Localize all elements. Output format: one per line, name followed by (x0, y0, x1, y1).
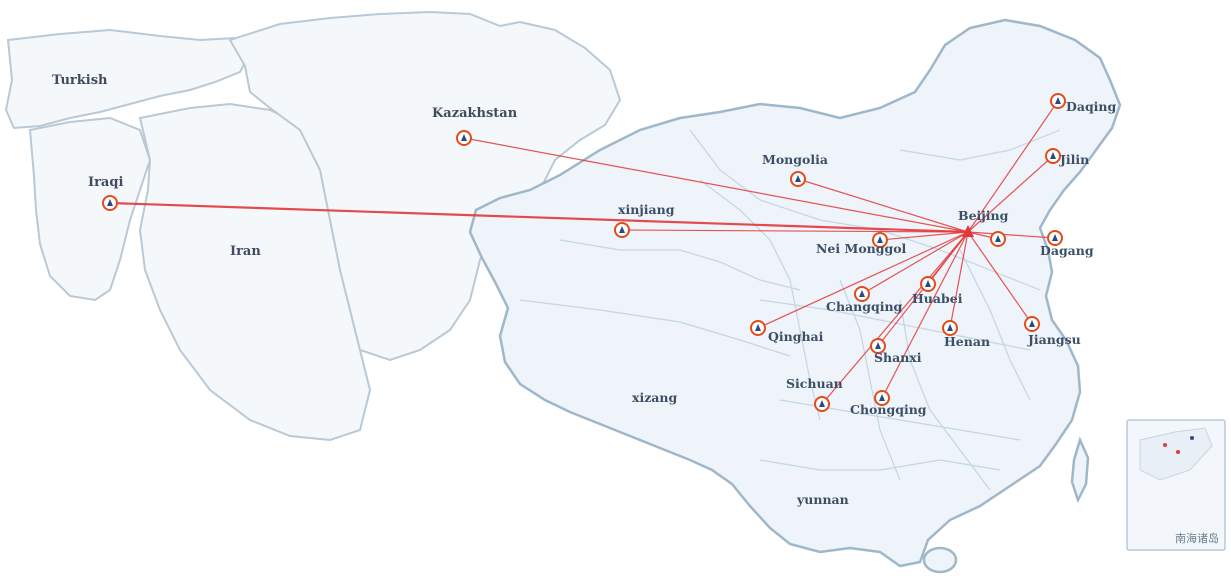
label-henan: Henan (944, 334, 990, 349)
route-chongqing-beijing (881, 231, 969, 399)
region-iraq-shape (28, 116, 152, 302)
label-iraqi: Iraqi (88, 175, 123, 190)
taiwan-island-shape (1070, 436, 1090, 504)
marker-changqing[interactable] (854, 286, 870, 302)
route-henan-beijing (949, 231, 969, 329)
marker-henan[interactable] (942, 320, 958, 336)
label-xizang: xizang (632, 390, 677, 405)
route-kazakhstan-beijing (463, 137, 969, 233)
marker-sichuan[interactable] (814, 396, 830, 412)
marker-nei-monggol[interactable] (872, 232, 888, 248)
marker-beijing-hub[interactable] (962, 225, 974, 237)
route-daqing-beijing (967, 100, 1059, 233)
label-kazakhstan: Kazakhstan (432, 106, 518, 121)
marker-chongqing[interactable] (874, 390, 890, 406)
route-dagang-beijing (967, 231, 1056, 239)
marker-huabei[interactable] (920, 276, 936, 292)
route-qinghai-beijing (757, 231, 969, 329)
label-changqing: Changqing (826, 299, 903, 314)
label-jiangsu: Jiangsu (1027, 332, 1081, 347)
marker-shanxi[interactable] (870, 338, 886, 354)
label-shanxi: Shanxi (874, 350, 922, 365)
marker-kazakhstan[interactable] (456, 130, 472, 146)
inset-label: 南海诸岛 (1175, 531, 1219, 545)
label-daqing: Daqing (1066, 99, 1117, 114)
marker-qinghai[interactable] (750, 320, 766, 336)
route-sichuan-beijing (821, 231, 969, 405)
route-lines (109, 100, 1059, 405)
marker-jiangsu[interactable] (1024, 316, 1040, 332)
route-jiangsu-beijing (967, 231, 1033, 325)
label-xinjiang: xinjiang (618, 202, 675, 217)
marker-daqing[interactable] (1050, 93, 1066, 109)
label-dagang: Dagang (1040, 243, 1094, 258)
site-markers (102, 93, 1066, 412)
marker-xinjiang[interactable] (614, 222, 630, 238)
label-beijing: Beijing (958, 208, 1009, 223)
south-china-sea-inset: 南海诸岛 (1126, 419, 1226, 551)
route-neimonggol-beijing (879, 231, 969, 241)
label-iran: Iran (230, 244, 261, 259)
route-jilin-beijing (967, 155, 1054, 233)
marker-dagang[interactable] (1047, 230, 1063, 246)
hainan-island-shape (922, 546, 958, 574)
label-sichuan: Sichuan (786, 376, 843, 391)
route-mongolia-beijing (797, 178, 969, 233)
label-chongqing: Chongqing (850, 402, 927, 417)
label-qinghai: Qinghai (768, 329, 824, 344)
marker-jilin[interactable] (1045, 148, 1061, 164)
route-changqing-beijing (861, 231, 969, 295)
marker-dagang-inner[interactable] (990, 231, 1006, 247)
label-huabei: Huabei (912, 291, 963, 306)
label-nei-monggol: Nei Monggol (816, 241, 907, 256)
label-mongolia: Mongolia (762, 152, 828, 167)
label-jilin: Jilin (1059, 152, 1089, 167)
route-xinjiang-beijing (621, 229, 969, 233)
marker-iraqi[interactable] (102, 195, 118, 211)
marker-mongolia[interactable] (790, 171, 806, 187)
map-labels: Turkish Iraqi Iran Kazakhstan Mongolia x… (52, 73, 1117, 507)
label-turkish: Turkish (52, 73, 108, 88)
route-iraqi-beijing (109, 201, 969, 234)
province-borders (519, 129, 1061, 491)
western-regions (4, 10, 622, 442)
label-yunnan: yunnan (796, 492, 849, 507)
region-turkey-shape (4, 28, 252, 130)
